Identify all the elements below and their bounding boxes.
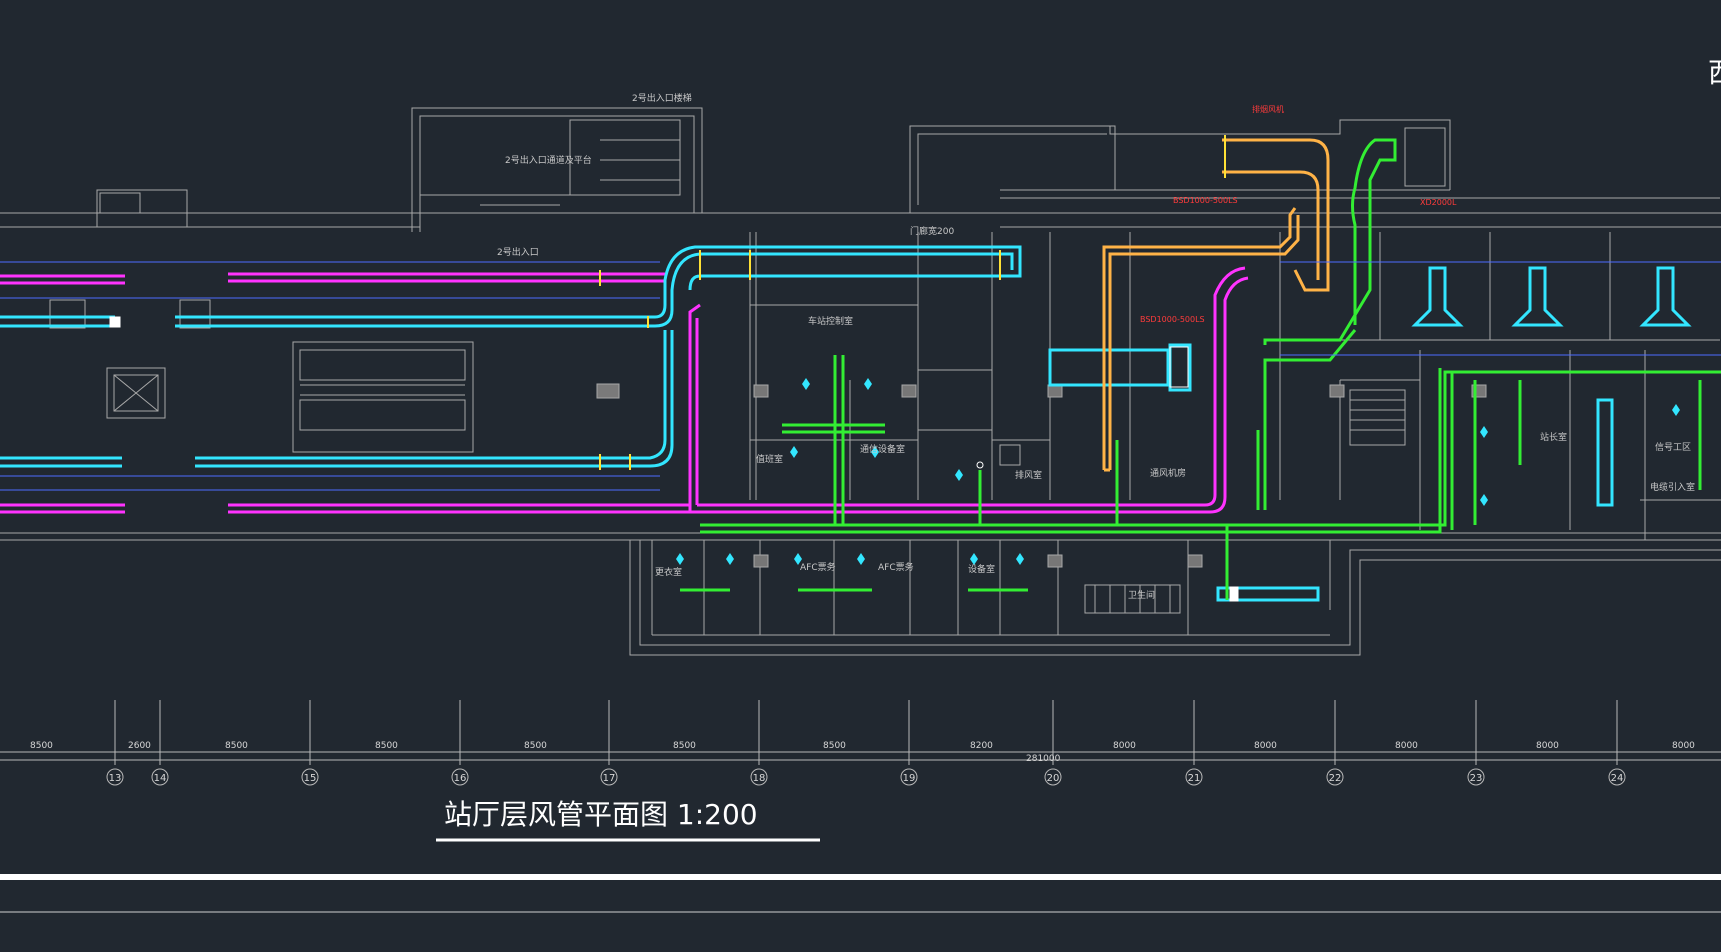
label-gate-gallery: 门廊宽200 <box>910 225 954 237</box>
dim-4: 8500 <box>375 741 398 751</box>
duct-markers <box>599 135 1226 470</box>
air-diffusers <box>676 378 1680 565</box>
axis-15: 15 <box>304 773 317 784</box>
label-equip-room: 设备室 <box>968 563 995 575</box>
corner-char: 西 <box>1708 56 1721 89</box>
label-changing: 更衣室 <box>655 566 682 578</box>
orange-ducts <box>1102 138 1330 472</box>
dim-6: 8500 <box>673 741 696 751</box>
label-tube-room: 通风机房 <box>1150 467 1186 479</box>
label-toilet: 卫生间 <box>1128 589 1155 601</box>
dim-11: 8000 <box>1395 741 1418 751</box>
axis-bubbles <box>106 768 1626 786</box>
dimension-chain <box>0 700 1721 765</box>
axis-19: 19 <box>903 773 916 784</box>
label-power-room: 电缆引入室 <box>1650 481 1695 493</box>
dim-13: 8000 <box>1672 741 1695 751</box>
label-afc1: AFC票务 <box>800 561 836 573</box>
red-annotations: BSD1000-500LS BSD1000-500LS XD2000L 排烟风机 <box>1140 104 1457 324</box>
axis-23: 23 <box>1470 773 1483 784</box>
label-station-ctrl: 车站控制室 <box>808 315 853 327</box>
dim-3: 8500 <box>225 741 248 751</box>
dim-12: 8000 <box>1536 741 1559 751</box>
axis-17: 17 <box>603 773 616 784</box>
label-signal-room: 信号工区 <box>1655 441 1691 453</box>
axis-24: 24 <box>1611 773 1624 784</box>
axis-13: 13 <box>109 773 122 784</box>
dim-5: 8500 <box>524 741 547 751</box>
dim-10: 8000 <box>1254 741 1277 751</box>
red-label-2: BSD1000-500LS <box>1140 315 1205 324</box>
axis-labels: 13 14 15 16 17 18 19 20 21 22 23 24 <box>109 773 1624 784</box>
drawing-title: 站厅层风管平面图 1:200 <box>444 798 758 831</box>
duct-fittings <box>109 316 1239 602</box>
dim-2: 2600 <box>128 741 151 751</box>
label-exit2-hall: 2号出入口通道及平台 <box>505 154 592 166</box>
label-exit2-top: 2号出入口楼梯 <box>632 92 692 104</box>
dim-8: 8200 <box>970 741 993 751</box>
dimension-values: 8500 2600 8500 8500 8500 8500 8500 8200 … <box>30 741 1695 764</box>
axis-20: 20 <box>1047 773 1060 784</box>
dim-7: 8500 <box>823 741 846 751</box>
red-label-4: 排烟风机 <box>1252 104 1284 114</box>
axis-21: 21 <box>1188 773 1201 784</box>
red-label-3: XD2000L <box>1420 198 1457 207</box>
cyan-ducts <box>0 245 1692 602</box>
label-staff-room: 值班室 <box>756 453 783 465</box>
red-label-1: BSD1000-500LS <box>1173 196 1238 205</box>
label-afc2: AFC票务 <box>878 561 914 573</box>
axis-18: 18 <box>753 773 766 784</box>
axis-22: 22 <box>1329 773 1342 784</box>
blue-dim-lines <box>0 261 1721 491</box>
room-labels: 2号出入口楼梯 2号出入口通道及平台 2号出入口 门廊宽200 车站控制室 值班… <box>497 92 1695 601</box>
label-office: 站长室 <box>1540 431 1567 443</box>
magenta-ducts <box>0 266 1249 514</box>
axis-14: 14 <box>154 773 167 784</box>
dim-total: 281000 <box>1026 754 1061 764</box>
dim-9: 8000 <box>1113 741 1136 751</box>
axis-16: 16 <box>454 773 467 784</box>
label-exit2: 2号出入口 <box>497 246 539 258</box>
building-walls <box>0 107 1721 656</box>
dim-1: 8500 <box>30 741 53 751</box>
green-ducts <box>680 138 1721 600</box>
label-well-room: 排风室 <box>1015 469 1042 481</box>
label-comm-room: 通信设备室 <box>860 443 905 455</box>
